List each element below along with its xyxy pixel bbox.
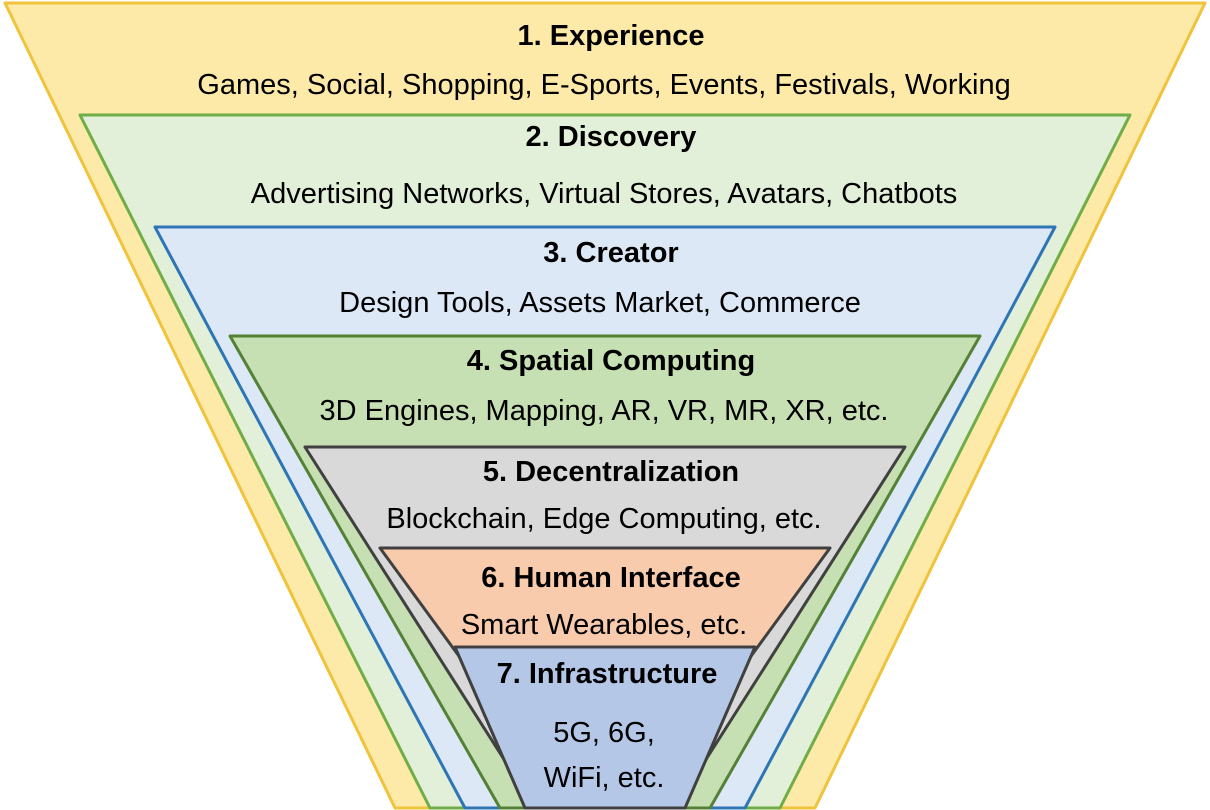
layer-2-title: 2. Discovery bbox=[525, 121, 697, 153]
layer-7-items-line1: 5G, 6G, bbox=[553, 717, 655, 749]
layer-1-title: 1. Experience bbox=[517, 20, 705, 52]
layer-6-title: 6. Human Interface bbox=[481, 562, 741, 594]
layer-7-shape bbox=[453, 645, 757, 810]
layer-4-items: 3D Engines, Mapping, AR, VR, MR, XR, etc… bbox=[319, 395, 889, 427]
layer-5-items: Blockchain, Edge Computing, etc. bbox=[386, 503, 822, 535]
layer-6-items: Smart Wearables, etc. bbox=[460, 609, 748, 641]
layer-2-items: Advertising Networks, Virtual Stores, Av… bbox=[250, 178, 958, 210]
layer-1-items: Games, Social, Shopping, E-Sports, Event… bbox=[197, 69, 1011, 101]
layer-7-items-line2: WiFi, etc. bbox=[543, 762, 665, 794]
layer-3-items: Design Tools, Assets Market, Commerce bbox=[339, 287, 861, 319]
layer-7-title: 7. Infrastructure bbox=[496, 658, 718, 690]
layer-3-title: 3. Creator bbox=[543, 237, 679, 269]
layer-4-title: 4. Spatial Computing bbox=[466, 345, 756, 377]
layer-5-title: 5. Decentralization bbox=[482, 456, 740, 488]
